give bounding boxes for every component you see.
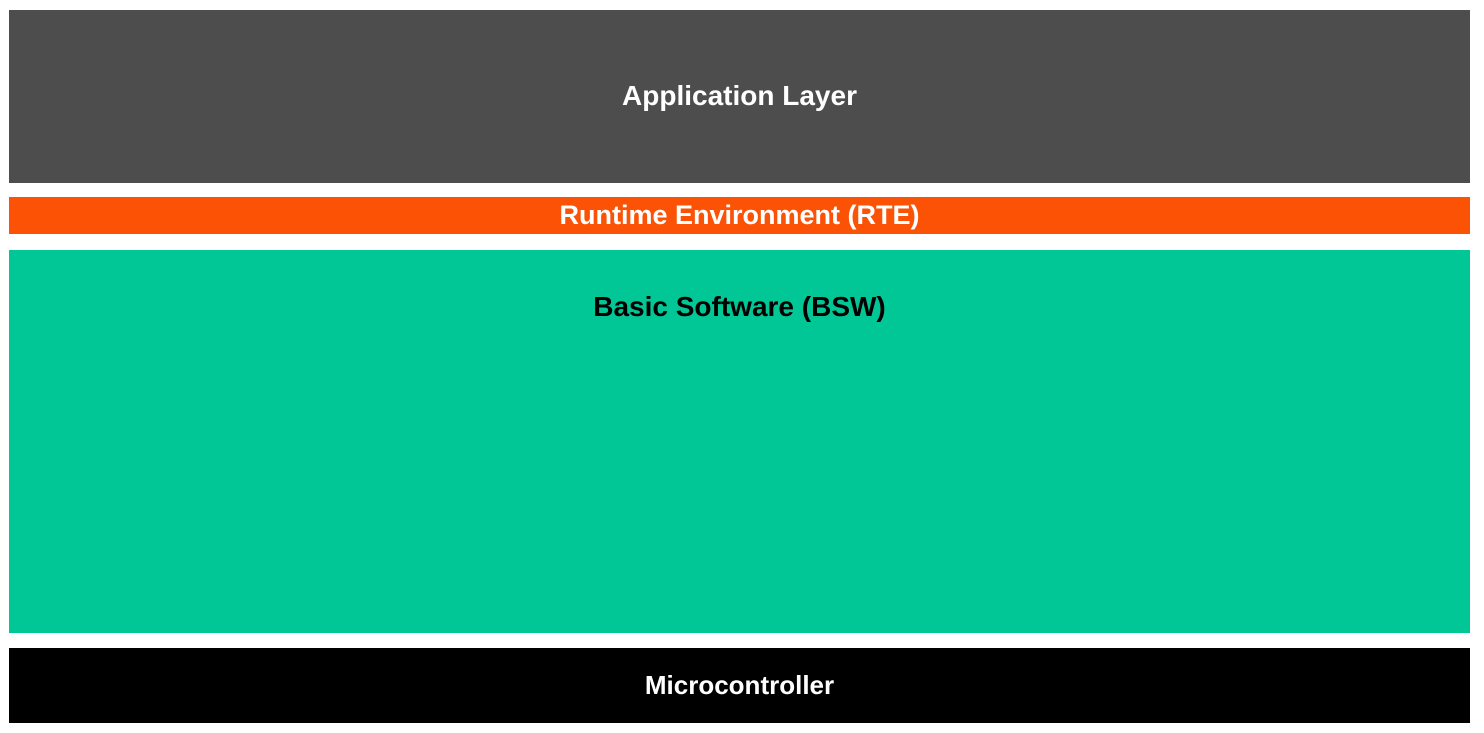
layer-microcontroller: Microcontroller [9, 648, 1470, 723]
layer-basic-software: Basic Software (BSW) [9, 250, 1470, 633]
layer-application: Application Layer [9, 10, 1470, 183]
layer-application-label: Application Layer [622, 80, 857, 112]
layer-runtime-environment-label: Runtime Environment (RTE) [559, 199, 920, 230]
layer-microcontroller-label: Microcontroller [644, 670, 835, 701]
layer-runtime-environment: Runtime Environment (RTE) [9, 197, 1470, 234]
layer-basic-software-label: Basic Software (BSW) [593, 291, 886, 322]
